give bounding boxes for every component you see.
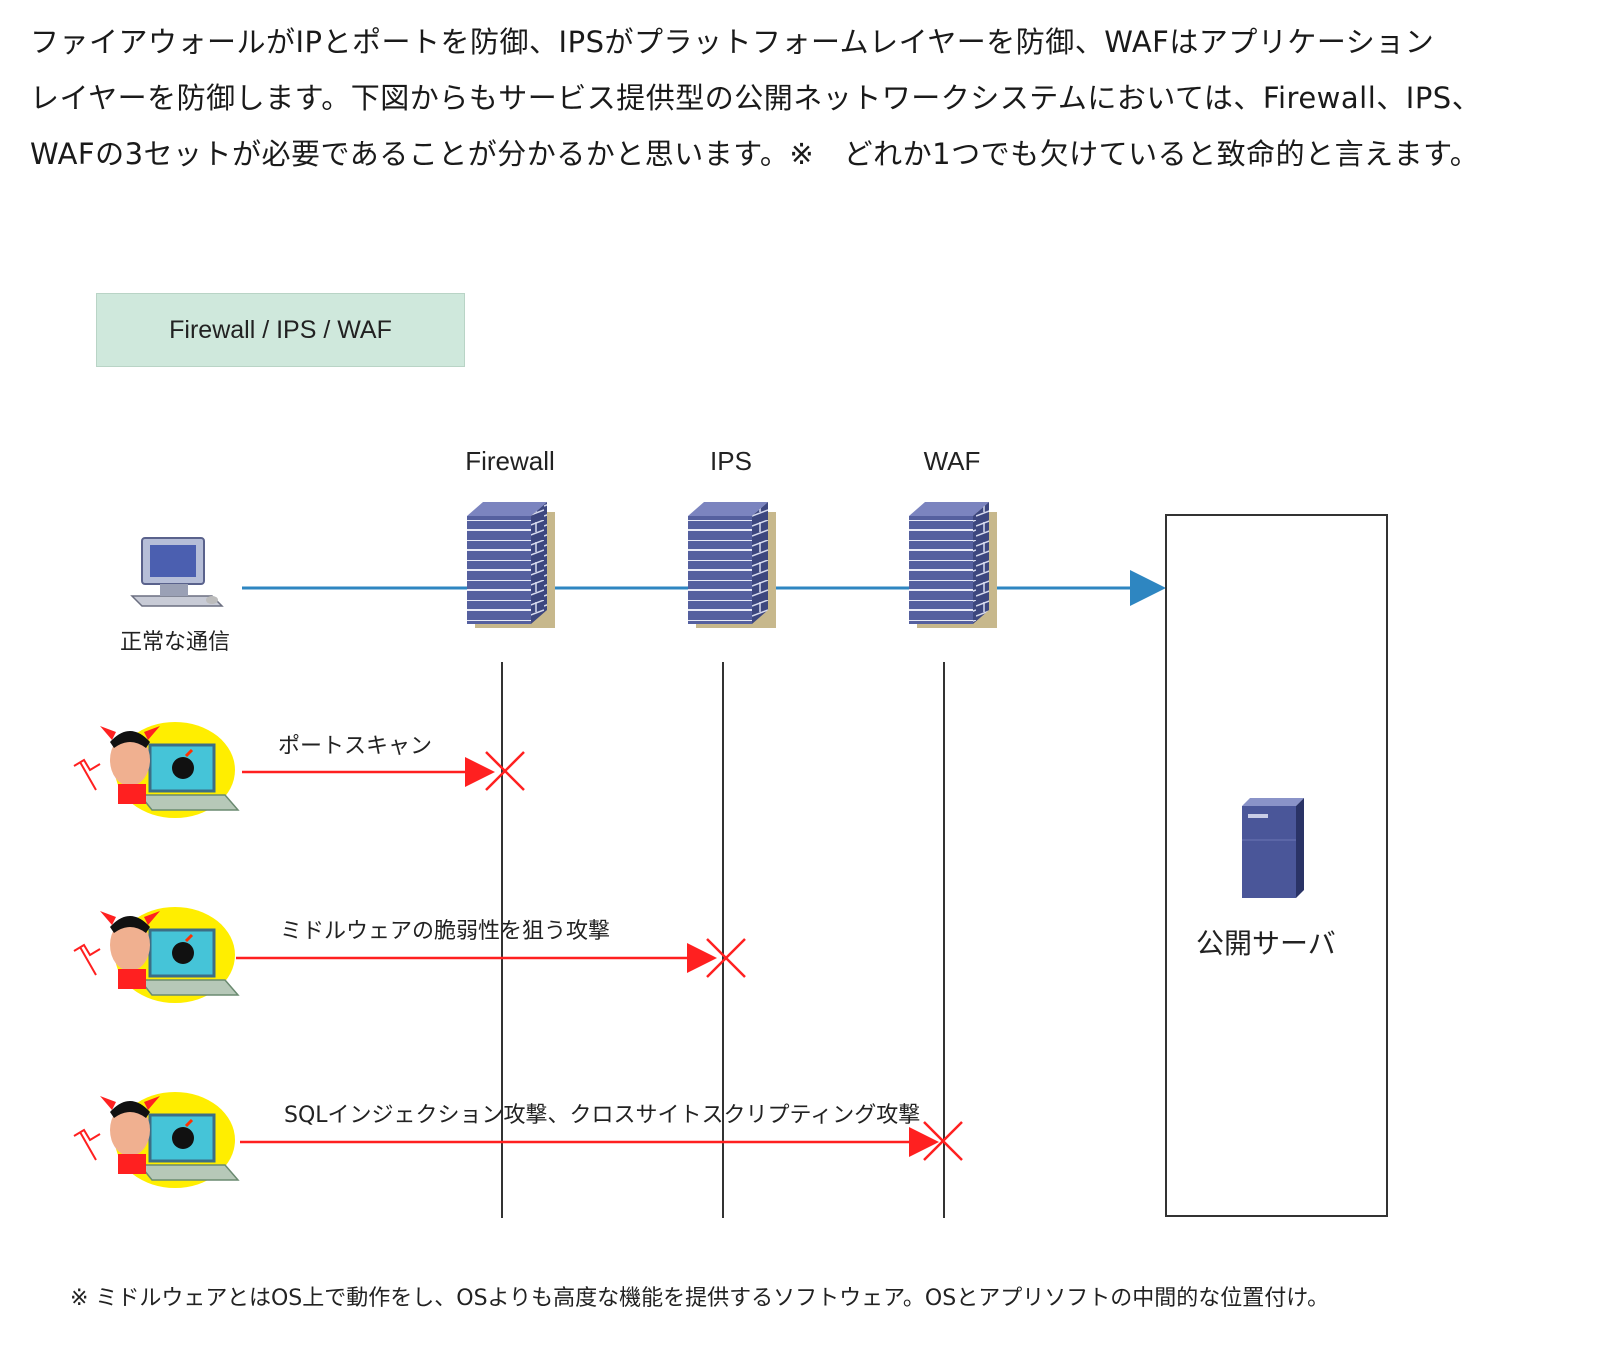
public-server-zone — [1165, 514, 1388, 1217]
footnote: ※ ミドルウェアとはOS上で動作をし、OSよりも高度な機能を提供するソフトウェア… — [70, 1286, 1330, 1311]
server-icon — [1242, 798, 1304, 898]
attack-1-label: ポートスキャン — [278, 734, 433, 759]
block-mark-ips-icon — [706, 938, 746, 978]
block-mark-firewall-icon — [485, 751, 525, 791]
intro-text: ファイアウォールがIPとポートを防御、IPSがプラットフォームレイヤーを防御、W… — [30, 14, 1590, 182]
intro-line-1: ファイアウォールがIPとポートを防御、IPSがプラットフォームレイヤーを防御、W… — [30, 25, 1435, 59]
firewall-label: Firewall — [465, 446, 555, 476]
intro-line-2: レイヤーを防御します。下図からもサービス提供型の公開ネットワークシステムにおいて… — [30, 81, 1482, 115]
ips-wall-icon — [688, 502, 776, 628]
client-computer-icon — [130, 537, 224, 607]
block-mark-waf-icon — [923, 1121, 963, 1161]
legend-box: Firewall / IPS / WAF — [96, 293, 465, 367]
waf-label: WAF — [923, 446, 981, 476]
client-label: 正常な通信 — [120, 630, 231, 655]
attack-3-label: SQLインジェクション攻撃、クロスサイトスクリプティング攻撃 — [284, 1103, 921, 1128]
attacker-3-icon — [73, 1092, 240, 1188]
waf-wall-icon — [909, 502, 997, 628]
attacker-1-icon — [73, 722, 240, 818]
attacker-2-icon — [73, 907, 240, 1003]
intro-line-3: WAFの3セットが必要であることが分かるかと思います。※ どれか1つでも欠けてい… — [30, 137, 1480, 171]
server-label: 公開サーバ — [1196, 927, 1336, 960]
ips-label: IPS — [710, 446, 752, 476]
attack-2-label: ミドルウェアの脆弱性を狙う攻撃 — [280, 919, 611, 944]
firewall-wall-icon — [467, 502, 555, 628]
